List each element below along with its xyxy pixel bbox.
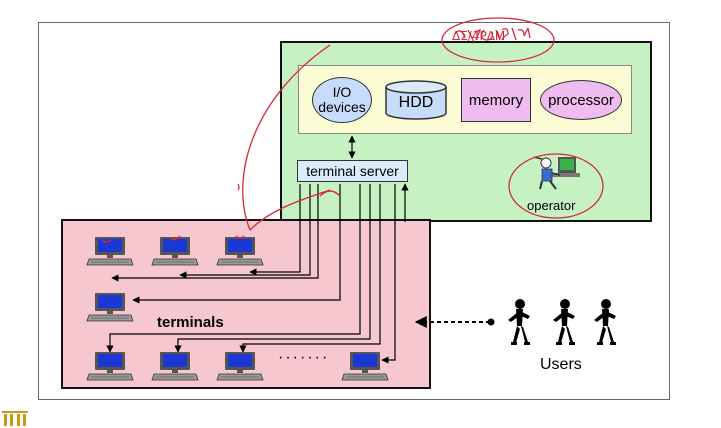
operator-label: operator [527,198,576,213]
hdd-node: HDD [384,80,448,120]
terminal-icon-6 [151,351,199,381]
processor-node: processor [540,80,622,120]
logo-icon [2,411,28,426]
user-figure-icon-3 [594,299,616,345]
terminal-icon-3 [216,236,264,266]
io-devices-label: I/O devices [318,84,366,115]
operator-workstation-icon [533,156,580,190]
terminal-icon-7 [216,351,264,381]
hdd-label: HDD [398,94,434,111]
handwritten-annotations [102,17,604,243]
user-figure-icon-2 [553,299,575,345]
io-devices-node: I/O devices [312,77,372,123]
terminals-label: terminals [157,314,224,331]
memory-label: memory [468,91,524,109]
terminal-icon-5 [86,351,134,381]
terminal-server-label: terminal server [306,163,399,179]
memory-node: memory [461,78,531,122]
handwritten-note: ΔΣ/4ΡΔΜ [452,29,505,43]
ellipsis-dots: ······· [278,349,329,366]
terminal-connection-lines [106,183,409,364]
users-label: Users [540,356,582,373]
terminal-icon-4 [86,292,134,322]
terminal-icon-8 [341,351,389,381]
hdd-cylinder-icon [385,80,447,120]
terminal-server-node: terminal server [297,160,408,182]
processor-label: processor [548,91,614,109]
terminal-icon-2 [151,236,199,266]
user-figure-icon-1 [508,299,530,345]
